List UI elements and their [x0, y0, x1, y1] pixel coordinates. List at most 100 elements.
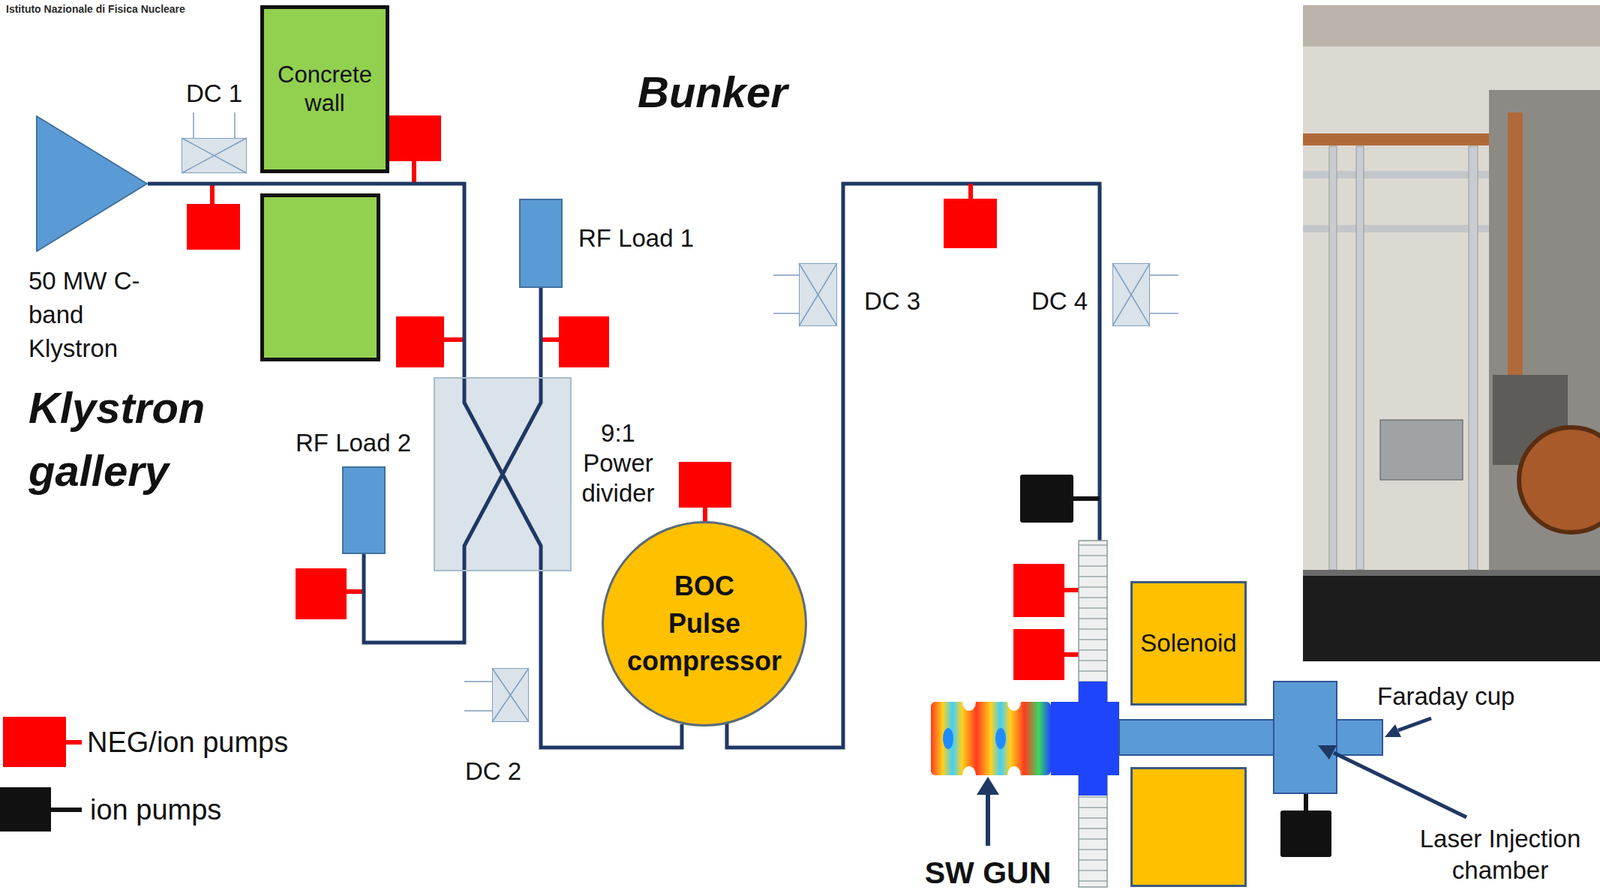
klystron-outline	[36, 116, 148, 252]
node-label: RF Load 1	[578, 223, 694, 254]
neg-ion-pump	[1013, 629, 1065, 681]
coupler-fill	[181, 138, 247, 174]
pump-stem	[66, 740, 82, 745]
directional-coupler: DC 4	[1112, 263, 1150, 327]
pump-stem	[346, 589, 364, 595]
legend-text: NEG/ion pumps	[87, 725, 289, 760]
pump-stem	[540, 337, 559, 343]
pump-stem	[1064, 588, 1081, 593]
photo-post	[1356, 146, 1364, 571]
coupler-fill	[798, 263, 838, 327]
pulse-compressor: BOC Pulse compressor	[601, 521, 808, 728]
photo-table	[1302, 570, 1600, 662]
neg-ion-pump	[186, 204, 241, 250]
waveguide	[363, 554, 465, 643]
coupler-cross	[798, 263, 838, 327]
pump-stem	[968, 183, 973, 199]
photo-table-edge	[1302, 570, 1600, 577]
photo-solenoid	[1518, 427, 1600, 533]
waveguide	[147, 183, 465, 378]
leader-arrow	[985, 790, 991, 847]
directional-coupler: DC 1	[181, 138, 247, 174]
callout-label: SW GUN	[912, 856, 1063, 890]
node-label: Concrete wall	[264, 60, 386, 118]
coupler-fill	[492, 668, 529, 723]
gun-field-node	[995, 728, 1006, 750]
photo-wall	[1302, 5, 1600, 662]
pump-stem	[210, 183, 215, 205]
pump-stem	[1064, 652, 1081, 658]
ion-pump	[1280, 810, 1332, 858]
rf-load: RF Load 2	[342, 466, 386, 555]
pump-stem	[411, 161, 417, 184]
concrete-wall	[262, 195, 379, 361]
arrow-head	[976, 777, 1000, 796]
neg-ion-pump	[387, 115, 442, 162]
power-divider: 9:1 Power divider	[433, 377, 572, 572]
gun-field-node	[942, 728, 954, 750]
legend-swatch	[0, 787, 52, 832]
photo-post	[1329, 146, 1337, 571]
pump-stems	[51, 498, 1306, 811]
leader-arrow	[1333, 753, 1467, 818]
coupler-port	[773, 275, 799, 314]
node-label: DC 1	[186, 78, 243, 109]
photo-ceiling	[1302, 5, 1600, 47]
coupler-cross	[492, 668, 529, 723]
coupler-cross	[181, 138, 247, 174]
arrow-head	[1317, 745, 1337, 760]
pump-stem	[1073, 496, 1100, 502]
laser-chamber	[1273, 681, 1337, 794]
legend-text: ion pumps	[90, 792, 222, 828]
gun-iris	[1007, 766, 1021, 785]
area-title: Bunker	[637, 66, 788, 119]
divider-fill	[433, 377, 572, 572]
gun-iris	[1007, 693, 1021, 712]
coupler-cross	[1112, 263, 1150, 327]
callout-label: Faraday cup	[1377, 681, 1515, 712]
callout-label: Laser Injection chamber	[1413, 823, 1587, 887]
leader-arrow	[1398, 718, 1432, 731]
gun-flange	[1078, 540, 1108, 888]
node-label: DC 4	[1031, 286, 1088, 317]
concrete-wall: Concrete wall	[260, 5, 390, 174]
node-label: BOC Pulse compressor	[627, 567, 782, 681]
rf-load: RF Load 1	[519, 198, 563, 289]
gun-field-map	[930, 702, 1051, 776]
coupler-fill	[1112, 263, 1150, 327]
neg-ion-pump	[1013, 564, 1065, 618]
node-label: 50 MW C-band Klystron	[28, 264, 142, 366]
neg-ion-pump	[295, 568, 347, 620]
photo-post	[1468, 146, 1478, 571]
klystron-triangle: 50 MW C-band Klystron	[36, 115, 148, 253]
coupler-port	[1149, 275, 1179, 314]
faraday-cup	[1336, 720, 1383, 756]
coupler-port	[193, 112, 235, 139]
node-label: DC 2	[465, 756, 522, 787]
pump-stem	[51, 807, 82, 813]
klystron-shape	[36, 115, 148, 253]
coupler-symbols	[181, 112, 1179, 723]
photo	[1302, 5, 1600, 662]
node-label: 9:1 Power divider	[573, 418, 664, 509]
node-label: Solenoid	[1140, 628, 1237, 659]
neg-ion-pump	[678, 462, 732, 508]
coupler-port	[464, 681, 493, 712]
area-title: Klystron gallery	[28, 376, 224, 503]
legend-swatch	[3, 717, 67, 768]
solenoid-coil	[1131, 768, 1246, 887]
node-label: DC 3	[864, 286, 921, 317]
waveguide-crossing	[464, 377, 541, 572]
pump-stem	[1303, 793, 1309, 811]
beam-pipe	[1119, 720, 1276, 756]
ion-pump	[1020, 474, 1074, 523]
pump-stems	[66, 161, 1081, 743]
pump-stem	[444, 337, 465, 343]
neg-ion-pump	[396, 316, 445, 368]
node-label: RF Load 2	[295, 428, 412, 459]
arrow-head	[1384, 724, 1402, 738]
directional-coupler: DC 2	[492, 668, 529, 723]
